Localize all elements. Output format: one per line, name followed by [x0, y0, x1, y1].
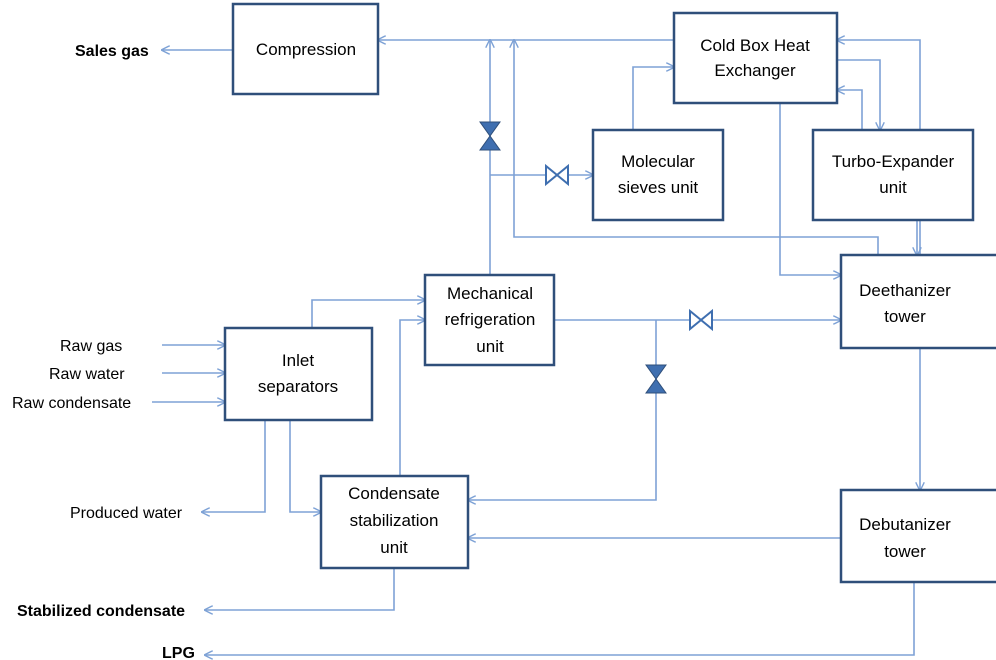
unit-label: Molecular [621, 152, 695, 171]
flow-deethanizer-overhead [514, 40, 879, 255]
unit-label: Cold Box Heat [700, 36, 810, 55]
flow-inlet-to-mechref [311, 300, 425, 328]
stream-produced-water: Produced water [70, 505, 183, 522]
stream-sales-gas: Sales gas [75, 43, 149, 60]
unit-label: sieves unit [618, 178, 699, 197]
flow-produced-water [202, 420, 266, 512]
unit-deethanizer-tower: Deethanizer tower [839, 253, 996, 350]
unit-label: Compression [256, 40, 356, 59]
flow-coldbox-to-deethanizer [779, 104, 841, 275]
stream-lpg: LPG [162, 645, 195, 660]
unit-label: refrigeration [445, 310, 536, 329]
unit-turbo-expander: Turbo-Expander unit [811, 128, 975, 222]
unit-label: Mechanical [447, 284, 533, 303]
flow-stabilized-condensate [205, 568, 395, 610]
unit-mechanical-refrigeration: Mechanical refrigeration unit [423, 273, 556, 367]
flow-sieves-to-coldbox [632, 67, 674, 130]
unit-label: tower [884, 307, 926, 326]
unit-label: Deethanizer [859, 281, 951, 300]
unit-label: Condensate [348, 484, 440, 503]
unit-label: Turbo-Expander [832, 152, 955, 171]
flow-lpg [205, 582, 915, 655]
stream-stabilized-condensate: Stabilized condensate [17, 603, 185, 620]
unit-label: Inlet [282, 351, 314, 370]
unit-label: unit [879, 178, 907, 197]
flow-coldbox-to-turbo [837, 59, 880, 130]
flow-inlet-to-condensate [289, 420, 321, 512]
unit-label: Exchanger [714, 61, 796, 80]
flow-lines [152, 40, 920, 655]
unit-label: tower [884, 542, 926, 561]
flow-turbo-to-coldbox [837, 90, 863, 130]
unit-label: stabilization [350, 511, 439, 530]
unit-compression: Compression [231, 2, 380, 96]
unit-label: separators [258, 377, 338, 396]
stream-raw-gas: Raw gas [60, 338, 122, 355]
valve-vertical-condensate [645, 364, 667, 394]
valve-horizontal-sieves [545, 163, 569, 187]
unit-condensate-stabilization: Condensate stabilization unit [319, 474, 470, 570]
unit-molecular-sieves: Molecular sieves unit [591, 128, 725, 222]
unit-debutanizer-tower: Debutanizer tower [839, 488, 996, 584]
unit-label: unit [380, 538, 408, 557]
valve-horizontal-deethanizer [689, 308, 713, 332]
unit-inlet-separators: Inlet separators [223, 326, 374, 422]
stream-raw-condensate: Raw condensate [12, 395, 131, 412]
stream-raw-water: Raw water [49, 366, 125, 383]
unit-label: Debutanizer [859, 515, 951, 534]
valve-vertical-top [479, 121, 501, 151]
flow-condensate-to-mechref [399, 320, 425, 476]
unit-cold-box-heat-exchanger: Cold Box Heat Exchanger [672, 11, 839, 105]
unit-label: unit [476, 337, 504, 356]
